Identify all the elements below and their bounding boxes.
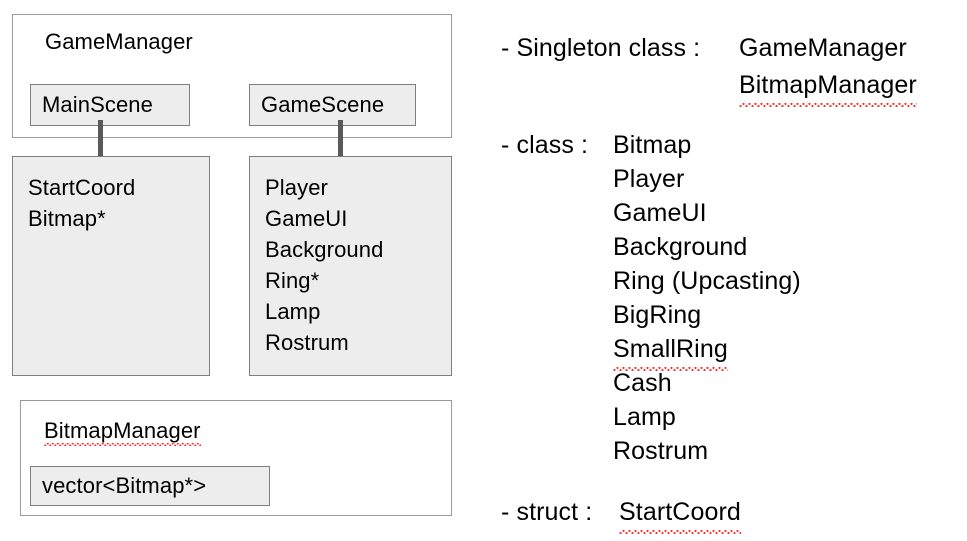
singleton-value-bitmap-manager-text: BitmapManager: [739, 68, 917, 107]
member-line: Lamp: [265, 299, 321, 324]
singleton-prefix: - Singleton class :: [501, 34, 701, 62]
game-scene-connector: [338, 120, 343, 167]
class-value-cash: Cash: [613, 369, 672, 397]
member-line: GameUI: [265, 206, 348, 231]
singleton-value-bitmap-manager: BitmapManager: [739, 68, 917, 107]
class-value-player: Player: [613, 165, 685, 193]
game-scene-members-list: Player GameUI Background Ring* Lamp Rost…: [265, 172, 383, 358]
game-scene-members-box[interactable]: [249, 156, 452, 376]
class-value-bigring: BigRing: [613, 301, 702, 329]
main-scene-members-list: StartCoord Bitmap*: [28, 172, 135, 234]
class-value-lamp: Lamp: [613, 403, 676, 431]
main-scene-members-box[interactable]: [12, 156, 210, 376]
vector-bitmap-label: vector<Bitmap*>: [42, 473, 207, 498]
member-line: Ring*: [265, 268, 320, 293]
class-value-gameui: GameUI: [613, 199, 707, 227]
main-scene-label: MainScene: [42, 92, 153, 117]
bitmap-manager-title: BitmapManager: [44, 418, 201, 446]
main-scene-chip[interactable]: MainScene: [30, 84, 190, 126]
vector-bitmap-chip[interactable]: vector<Bitmap*>: [30, 466, 270, 506]
class-value-smallring: SmallRing: [613, 332, 728, 371]
struct-prefix: - struct :: [501, 498, 593, 526]
game-scene-label: GameScene: [261, 92, 385, 117]
bitmap-manager-title-text: BitmapManager: [44, 418, 201, 446]
member-line: Player: [265, 175, 328, 200]
member-line: StartCoord: [28, 175, 136, 200]
class-value-ring-upcasting: Ring (Upcasting): [613, 267, 801, 295]
class-prefix: - class :: [501, 131, 589, 159]
struct-value-startcoord-text: StartCoord: [619, 495, 741, 534]
class-value-rostrum: Rostrum: [613, 437, 709, 465]
class-value-bitmap: Bitmap: [613, 131, 692, 159]
member-line: Bitmap*: [28, 206, 106, 231]
game-manager-title: GameManager: [45, 29, 193, 54]
game-scene-chip[interactable]: GameScene: [249, 84, 416, 126]
struct-value-startcoord: StartCoord: [619, 495, 741, 534]
singleton-value-game-manager: GameManager: [739, 34, 907, 62]
main-scene-connector: [98, 120, 103, 167]
member-line: Background: [265, 237, 384, 262]
class-value-smallring-text: SmallRing: [613, 332, 728, 371]
class-value-background: Background: [613, 233, 748, 261]
member-line: Rostrum: [265, 330, 349, 355]
